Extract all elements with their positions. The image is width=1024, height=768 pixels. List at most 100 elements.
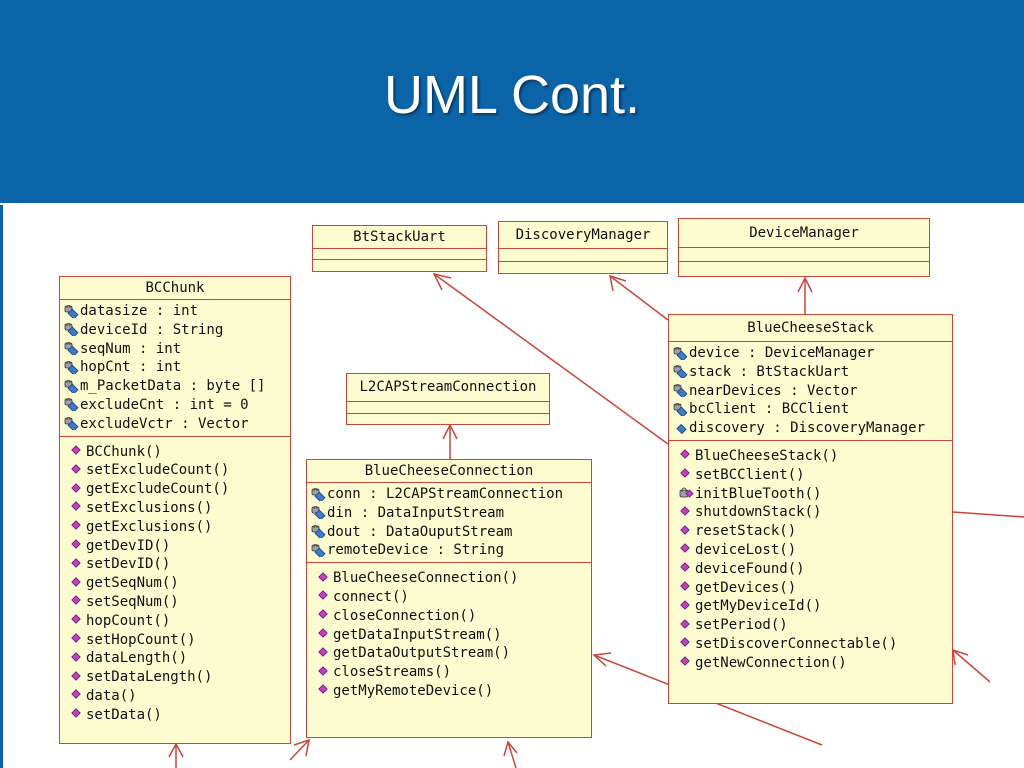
operation-row: dataLength() <box>70 649 290 668</box>
public-operation-icon <box>70 670 85 684</box>
member-text: deviceLost() <box>695 541 797 558</box>
arrowhead-icon <box>503 740 518 757</box>
attribute-row: conn : L2CAPStreamConnection <box>311 485 591 504</box>
public-operation-icon <box>70 708 85 721</box>
operation-row: setData() <box>70 706 290 725</box>
public-operation-icon <box>70 464 85 477</box>
operation-row: setHopCount() <box>70 631 290 650</box>
public-operation-icon <box>70 614 85 627</box>
private-attribute-icon <box>311 525 326 539</box>
public-operation-icon <box>317 609 332 622</box>
arrowhead-icon <box>609 274 627 292</box>
arrowhead-icon <box>168 742 184 758</box>
member-text: m_PacketData : byte [] <box>80 378 266 395</box>
class-discoverymanager[interactable]: DiscoveryManager <box>498 221 668 274</box>
class-name: DeviceManager <box>679 219 929 248</box>
member-text: bcClient : BCClient <box>689 401 850 418</box>
operation-row: BCChunk() <box>70 443 290 462</box>
public-operation-icon <box>317 571 332 585</box>
private-attribute-icon <box>64 398 79 412</box>
private-attribute-icon <box>673 365 688 379</box>
member-text: getSeqNum() <box>86 575 179 592</box>
arrowhead-icon <box>592 652 612 667</box>
operation-row: BlueCheeseStack() <box>679 447 952 466</box>
member-text: getNewConnection() <box>695 654 847 671</box>
operation-row: setPeriod() <box>679 616 952 635</box>
operation-row: getMyDeviceId() <box>679 597 952 616</box>
member-text: conn : L2CAPStreamConnection <box>327 486 564 502</box>
header-divider <box>0 203 1024 205</box>
attribute-row: m_PacketData : byte [] <box>64 377 290 396</box>
member-text: shutdownStack() <box>695 504 822 521</box>
public-attribute-icon <box>673 422 688 435</box>
private-attribute-icon <box>64 379 79 393</box>
public-operation-icon <box>70 501 85 514</box>
private-attribute-icon <box>64 361 79 374</box>
public-operation-icon <box>679 524 694 538</box>
member-text: deviceId : String <box>80 321 224 338</box>
class-name: L2CAPStreamConnection <box>347 374 549 402</box>
attribute-row: din : DataInputStream <box>311 504 591 523</box>
attribute-row: excludeCnt : int = 0 <box>64 396 290 415</box>
private-attribute-icon <box>311 487 326 501</box>
member-text: resetStack() <box>695 523 797 540</box>
class-devicemanager[interactable]: DeviceManager <box>678 218 930 277</box>
public-operation-icon <box>317 665 332 679</box>
private-attribute-icon <box>311 544 326 557</box>
member-text: din : DataInputStream <box>327 504 505 521</box>
operation-row: setExclusions() <box>70 499 290 518</box>
member-text: setSeqNum() <box>86 593 179 610</box>
class-l2capstreamconnection[interactable]: L2CAPStreamConnection <box>346 373 550 425</box>
class-btstackuart[interactable]: BtStackUart <box>312 225 487 272</box>
arrowhead-icon <box>952 648 969 666</box>
public-operation-icon <box>679 543 694 556</box>
member-text: discovery : DiscoveryManager <box>689 420 926 437</box>
public-operation-icon <box>70 520 85 533</box>
private-attribute-icon <box>673 384 688 398</box>
class-bluecheeseconnection[interactable]: BlueCheeseConnection conn : L2CAPStreamC… <box>306 459 592 738</box>
member-text: nearDevices : Vector <box>689 382 858 399</box>
member-text: setDiscoverConnectable() <box>695 635 898 652</box>
public-operation-icon <box>317 684 332 697</box>
attribute-row: datasize : int <box>64 302 290 321</box>
member-text: getMyDeviceId() <box>695 598 822 615</box>
public-operation-icon <box>679 468 694 481</box>
public-operation-icon <box>679 581 694 594</box>
operations-compartment: BlueCheeseStack()setBCClient()initBlueTo… <box>669 441 952 675</box>
operation-row: getNewConnection() <box>679 654 952 673</box>
member-text: getMyRemoteDevice() <box>333 682 494 699</box>
attribute-row: hopCnt : int <box>64 358 290 377</box>
private-attribute-icon <box>64 342 79 356</box>
member-text: closeStreams() <box>333 664 452 681</box>
member-text: excludeCnt : int = 0 <box>80 396 249 413</box>
attribute-row: stack : BtStackUart <box>673 363 952 382</box>
operation-row: getExcludeCount() <box>70 480 290 499</box>
member-text: device : DeviceManager <box>689 345 875 361</box>
attribute-row: remoteDevice : String <box>311 541 591 560</box>
operation-row: getSeqNum() <box>70 574 290 593</box>
member-text: getDataInputStream() <box>333 626 502 643</box>
left-edge-strip <box>0 205 3 768</box>
operation-row: BlueCheeseConnection() <box>317 569 591 588</box>
arrowhead-icon <box>797 276 813 293</box>
member-text: getDevices() <box>695 579 797 596</box>
attribute-row: deviceId : String <box>64 321 290 340</box>
member-text: setExclusions() <box>86 499 213 516</box>
operation-row: closeConnection() <box>317 607 591 626</box>
incoming-stack-line <box>952 649 991 683</box>
private-attribute-icon <box>673 346 688 360</box>
public-operation-icon <box>317 590 332 603</box>
private-attribute-icon <box>64 304 79 318</box>
attributes-compartment: conn : L2CAPStreamConnection din : DataIn… <box>307 483 591 564</box>
class-name: BlueCheeseConnection <box>307 460 591 483</box>
operations-compartment: BlueCheeseConnection()connect()closeConn… <box>307 563 591 703</box>
slide-header: UML Cont. <box>0 0 1024 205</box>
member-text: getExcludeCount() <box>86 481 230 498</box>
member-text: setHopCount() <box>86 631 196 648</box>
public-operation-icon <box>70 558 85 571</box>
member-text: getDataOutputStream() <box>333 645 511 662</box>
